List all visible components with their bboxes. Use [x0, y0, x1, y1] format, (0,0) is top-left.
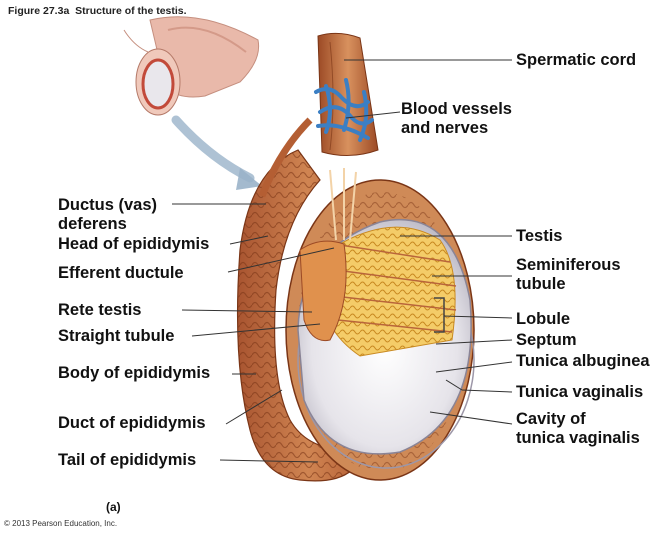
- label-seminiferous-tubule: Seminiferous tubule: [516, 256, 621, 294]
- label-tunica-albuginea: Tunica albuginea: [516, 352, 650, 371]
- label-spermatic-cord: Spermatic cord: [516, 51, 636, 70]
- label-testis: Testis: [516, 227, 562, 246]
- label-tail-of-epididymis: Tail of epididymis: [58, 451, 196, 470]
- label-body-of-epididymis: Body of epididymis: [58, 364, 210, 383]
- testis-shape: [286, 168, 474, 480]
- label-rete-testis: Rete testis: [58, 301, 141, 320]
- label-straight-tubule: Straight tubule: [58, 327, 174, 346]
- label-lobule: Lobule: [516, 310, 570, 329]
- label-duct-of-epididymis: Duct of epididymis: [58, 414, 206, 433]
- label-head-of-epididymis: Head of epididymis: [58, 235, 209, 254]
- label-blood-vessels-and-nerves: Blood vessels and nerves: [401, 100, 512, 138]
- label-ductus-deferens: Ductus (vas) deferens: [58, 196, 157, 234]
- label-tunica-vaginalis: Tunica vaginalis: [516, 383, 643, 402]
- panel-label: (a): [106, 500, 121, 514]
- copyright-notice: © 2013 Pearson Education, Inc.: [4, 519, 117, 528]
- figure-caption: Figure 27.3a Structure of the testis.: [8, 5, 187, 17]
- label-septum: Septum: [516, 331, 577, 350]
- label-efferent-ductule: Efferent ductule: [58, 264, 184, 283]
- inset-anatomy: [124, 17, 262, 190]
- label-cavity-of-tunica-vaginalis: Cavity of tunica vaginalis: [516, 410, 640, 448]
